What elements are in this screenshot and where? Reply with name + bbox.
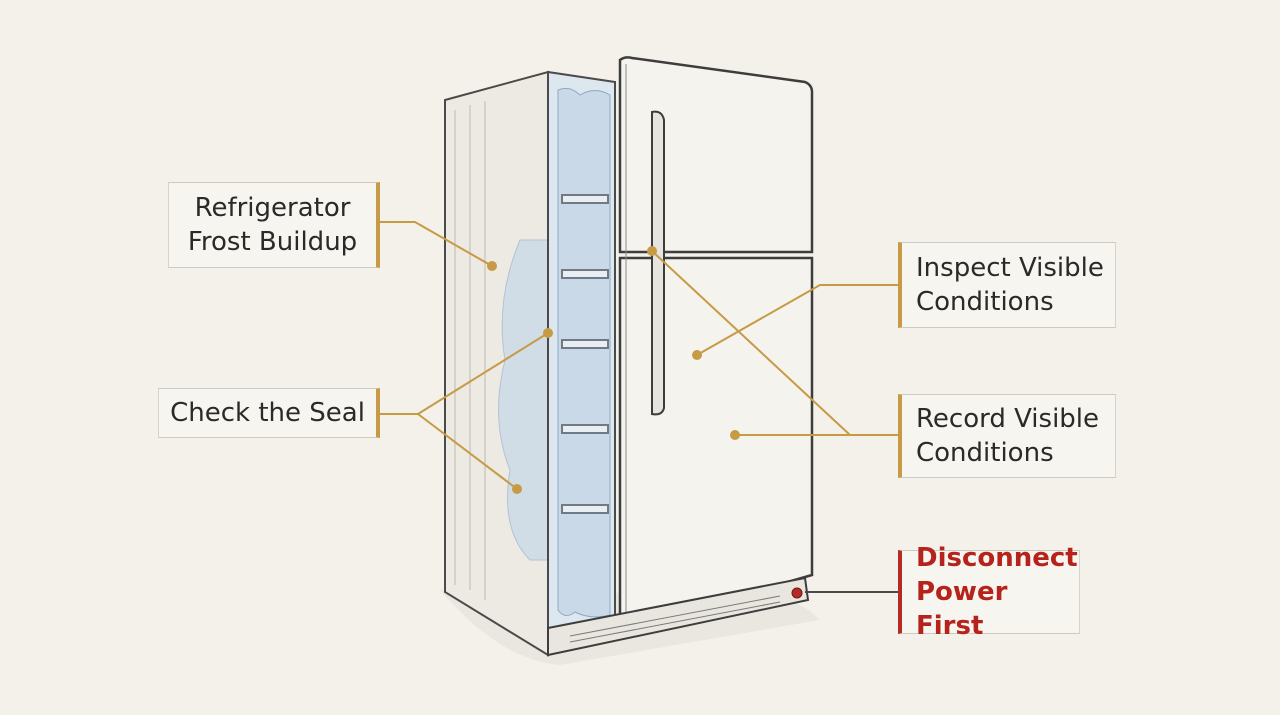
freezer-shelves — [561, 194, 609, 514]
marker-dots — [487, 246, 740, 494]
vent-grille — [569, 595, 781, 643]
label-frost-buildup: Refrigerator Frost Buildup — [168, 182, 380, 268]
label-inspect-conditions-text: Inspect Visible Conditions — [916, 253, 1104, 317]
label-record-conditions-text: Record Visible Conditions — [916, 404, 1100, 468]
leader-lines — [380, 221, 900, 490]
label-frost-buildup-text: Refrigerator Frost Buildup — [187, 193, 358, 257]
label-disconnect-power: Disconnect Power First — [898, 543, 1080, 641]
lower-door — [618, 256, 814, 632]
kick-plate — [547, 576, 810, 657]
label-check-seal-text: Check the Seal — [170, 398, 365, 428]
label-disconnect-power-text: Disconnect Power First — [916, 543, 1078, 641]
side-hatching — [454, 101, 486, 600]
label-check-seal: Check the Seal — [158, 388, 380, 438]
frost-interior — [557, 87, 611, 618]
label-inspect-conditions: Inspect Visible Conditions — [898, 242, 1116, 328]
upper-door — [618, 56, 814, 254]
door-handle — [651, 110, 665, 416]
label-record-conditions: Record Visible Conditions — [898, 394, 1116, 478]
power-indicator-dot — [791, 587, 803, 599]
frost-patch-side — [498, 239, 549, 561]
